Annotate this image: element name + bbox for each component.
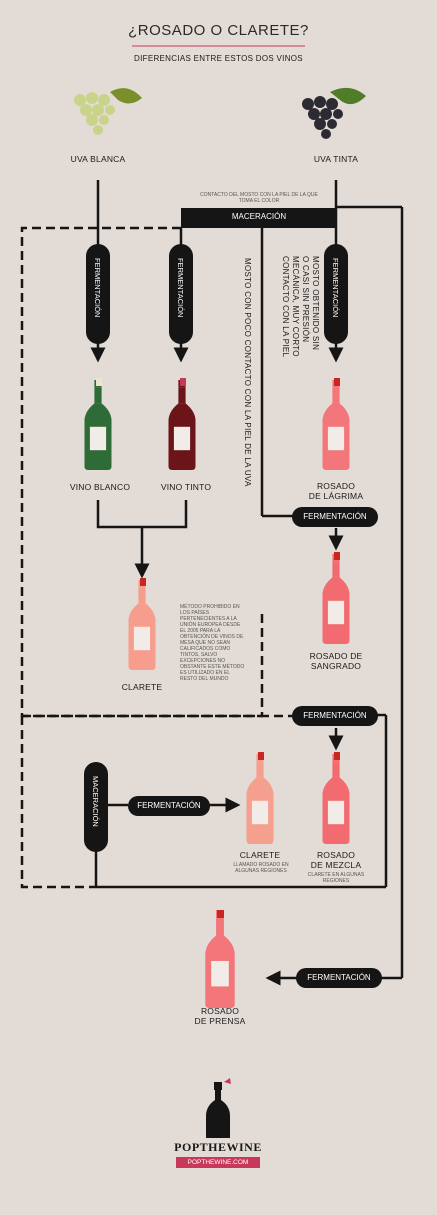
rosado-sangrado-bottle-icon xyxy=(322,552,350,644)
rosado-lagrima-label-2: DE LÁGRIMA xyxy=(308,491,364,501)
vino-blanco-label: VINO BLANCO xyxy=(69,482,131,492)
rosado-prensa-label-1: ROSADO xyxy=(200,1006,240,1016)
page-subtitle: DIFERENCIAS ENTRE ESTOS DOS VINOS xyxy=(134,54,303,63)
red-grape-label: UVA TINTA xyxy=(313,154,359,164)
mezcla-note: CLARETE EN ALGUNAS REGIONES xyxy=(307,872,365,884)
dashed-lines xyxy=(20,226,296,889)
brand-bottle-icon xyxy=(206,1078,231,1138)
fermentation-pill-rose: FERMENTACIÓN xyxy=(324,244,348,344)
rosado-prensa-bottle-icon xyxy=(205,910,235,1008)
clarete-bottle-icon xyxy=(128,578,156,670)
no-pressure-note-4: CONTACTO CON LA PIEL xyxy=(281,256,290,358)
rosado-lagrima-label-1: ROSADO xyxy=(316,481,356,491)
clarete-prohibited-note: MÉTODO PROHIBIDO EN LOS PAÍSES PERTENECI… xyxy=(180,604,245,682)
rosado-lagrima-bottle-icon xyxy=(322,378,350,470)
rosado-mezcla-bottle-icon xyxy=(322,752,350,844)
no-pressure-note-3: MECÁNICA, MUY CORTO xyxy=(291,256,300,357)
vino-tinto-bottle-icon xyxy=(168,378,196,470)
fermentation-pill-prensa: FERMENTACIÓN xyxy=(296,968,382,988)
no-pressure-note-2: O CASI SIN PRESIÓN xyxy=(301,256,310,343)
maceration-label: MACERACIÓN xyxy=(231,212,287,221)
brand-url[interactable]: POPTHEWINE.COM xyxy=(176,1157,260,1168)
white-grape-label: UVA BLANCA xyxy=(70,154,126,164)
fermentation-pill-red: FERMENTACIÓN xyxy=(169,244,193,344)
fermentation-pill-sangrado: FERMENTACIÓN xyxy=(292,507,378,527)
maceration-bar xyxy=(181,208,337,228)
rosado-mezcla-label-1: ROSADO xyxy=(316,850,356,860)
rosado-prensa-label-2: DE PRENSA xyxy=(194,1016,246,1026)
clarete2-note: LLAMADO ROSADO EN ALGUNAS REGIONES xyxy=(233,862,289,874)
rosado-mezcla-label-2: DE MEZCLA xyxy=(310,860,362,870)
contact-note: CONTACTO DEL MOSTO CON LA PIEL DE LA QUE… xyxy=(200,192,318,204)
vino-tinto-label: VINO TINTO xyxy=(160,482,212,492)
fermentation-pill-mezcla: FERMENTACIÓN xyxy=(292,706,378,726)
maceration-pill: MACERACIÓN xyxy=(84,762,108,852)
clarete-label: CLARETE xyxy=(121,682,163,692)
no-pressure-note-1: MOSTO OBTENIDO SIN xyxy=(311,256,320,351)
white-grapes-icon xyxy=(74,88,142,135)
vino-blanco-bottle-icon xyxy=(84,378,112,470)
red-grapes-icon xyxy=(302,87,366,139)
brand-name: POPTHEWINE xyxy=(174,1140,262,1154)
clarete2-label: CLARETE xyxy=(239,850,281,860)
rosado-sangrado-label-1: ROSADO DE xyxy=(309,651,363,661)
fermentation-pill-clarete: FERMENTACIÓN xyxy=(128,796,210,816)
rosado-sangrado-label-2: SANGRADO xyxy=(310,661,362,671)
page-title: ¿ROSADO O CLARETE? xyxy=(128,22,309,39)
low-contact-note: MOSTO CON POCO CONTACTO CON LA PIEL DE L… xyxy=(243,258,252,487)
fermentation-pill-white: FERMENTACIÓN xyxy=(86,244,110,344)
clarete2-bottle-icon xyxy=(246,752,274,844)
